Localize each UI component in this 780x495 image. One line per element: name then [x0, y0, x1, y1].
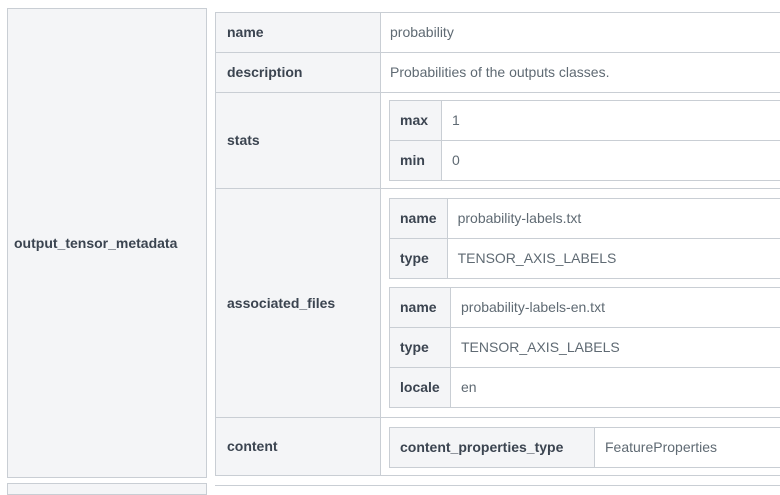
- value-file-name: probability-labels-en.txt: [451, 288, 780, 328]
- table-row: name probability-labels-en.txt: [390, 288, 780, 328]
- table-row: max 1: [390, 101, 780, 141]
- table-row: stats max 1 min 0: [216, 93, 780, 189]
- value-content-properties-type: FeatureProperties: [595, 428, 780, 468]
- value-name: probability: [381, 13, 780, 53]
- value-max: 1: [442, 101, 780, 141]
- value-min: 0: [442, 141, 780, 181]
- key-min: min: [390, 141, 442, 181]
- value-file-type: TENSOR_AXIS_LABELS: [447, 239, 780, 279]
- key-file-type: type: [390, 328, 451, 368]
- key-name: name: [216, 13, 381, 53]
- key-file-locale: locale: [390, 368, 451, 408]
- key-file-name: name: [390, 199, 448, 239]
- stats-cell: max 1 min 0: [381, 93, 780, 189]
- key-associated-files: associated_files: [216, 189, 381, 418]
- value-file-locale: en: [451, 368, 780, 408]
- table-row: content_properties_type FeaturePropertie…: [390, 428, 780, 468]
- output-tensor-metadata-cell: output_tensor_metadata: [7, 8, 207, 478]
- next-row-left-cell-partial: [7, 483, 207, 495]
- value-file-name: probability-labels.txt: [447, 199, 780, 239]
- key-file-name: name: [390, 288, 451, 328]
- key-content-properties-type: content_properties_type: [390, 428, 595, 468]
- value-file-type: TENSOR_AXIS_LABELS: [451, 328, 780, 368]
- table-row: content content_properties_type FeatureP…: [216, 418, 780, 476]
- table-row: locale en: [390, 368, 780, 408]
- next-row-table-partial: [215, 485, 780, 492]
- table-row: associated_files name probability-labels…: [216, 189, 780, 418]
- table-row: type TENSOR_AXIS_LABELS: [390, 328, 780, 368]
- key-file-type: type: [390, 239, 448, 279]
- table-row: min 0: [390, 141, 780, 181]
- key-description: description: [216, 53, 381, 93]
- associated-files-cell: name probability-labels.txt type TENSOR_…: [381, 189, 780, 418]
- associated-file-table: name probability-labels-en.txt type TENS…: [389, 287, 780, 408]
- table-row: description Probabilities of the outputs…: [216, 53, 780, 93]
- table-row: type TENSOR_AXIS_LABELS: [390, 239, 780, 279]
- table-row: name probability: [216, 13, 780, 53]
- value-description: Probabilities of the outputs classes.: [381, 53, 780, 93]
- tensor-metadata-table: name probability description Probabiliti…: [215, 12, 780, 476]
- content-cell: content_properties_type FeaturePropertie…: [381, 418, 780, 476]
- output-tensor-metadata-label: output_tensor_metadata: [14, 235, 177, 251]
- key-content: content: [216, 418, 381, 476]
- key-stats: stats: [216, 93, 381, 189]
- content-table: content_properties_type FeaturePropertie…: [389, 427, 780, 468]
- key-max: max: [390, 101, 442, 141]
- associated-file-table: name probability-labels.txt type TENSOR_…: [389, 198, 780, 279]
- stats-table: max 1 min 0: [389, 100, 780, 181]
- table-row: name probability-labels.txt: [390, 199, 780, 239]
